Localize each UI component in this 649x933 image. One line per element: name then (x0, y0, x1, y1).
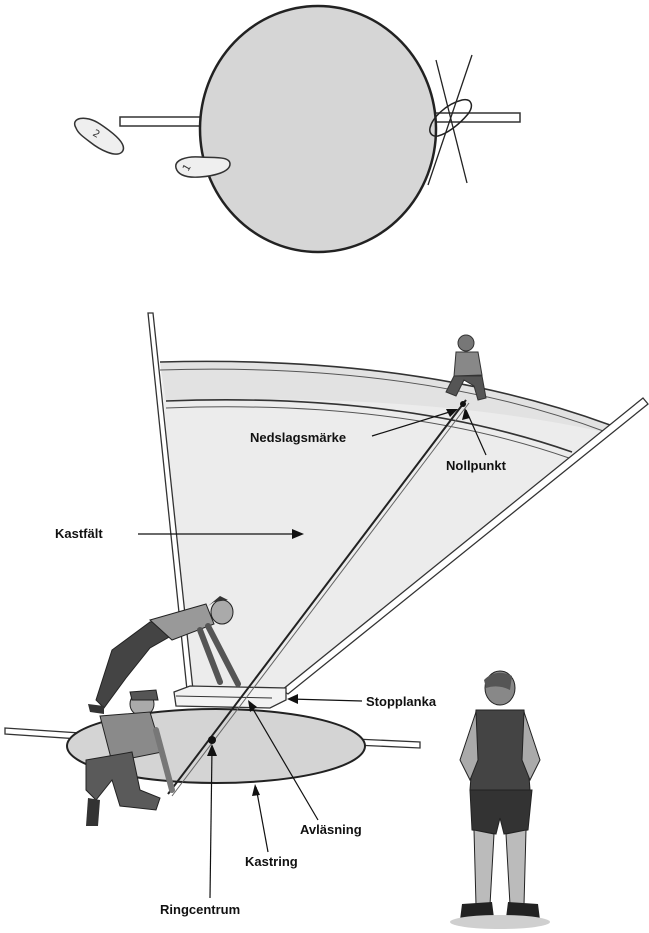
ground-line-left (5, 728, 80, 739)
label-reading: Avläsning (300, 822, 362, 837)
circle-center-mark (208, 736, 216, 744)
impact-mark-point (460, 401, 466, 407)
label-stop-board: Stopplanka (366, 694, 437, 709)
callout-throwing-circle: Kastring (245, 784, 298, 869)
callout-stop-board: Stopplanka (287, 694, 437, 709)
footprint-left: 2 (75, 118, 124, 154)
stop-board (174, 686, 286, 708)
label-zero-point: Nollpunkt (446, 458, 507, 473)
throwing-circle-top (200, 6, 436, 252)
label-throwing-sector: Kastfält (55, 526, 103, 541)
perspective-view: Nedslagsmärke Nollpunkt Kastfält Stoppla… (5, 313, 648, 929)
label-circle-center: Ringcentrum (160, 902, 240, 917)
label-impact-mark: Nedslagsmärke (250, 430, 346, 445)
top-view: 2 1 (75, 6, 520, 252)
athlete-standing (450, 671, 550, 929)
label-throwing-circle: Kastring (245, 854, 298, 869)
centre-line-right (432, 113, 520, 122)
